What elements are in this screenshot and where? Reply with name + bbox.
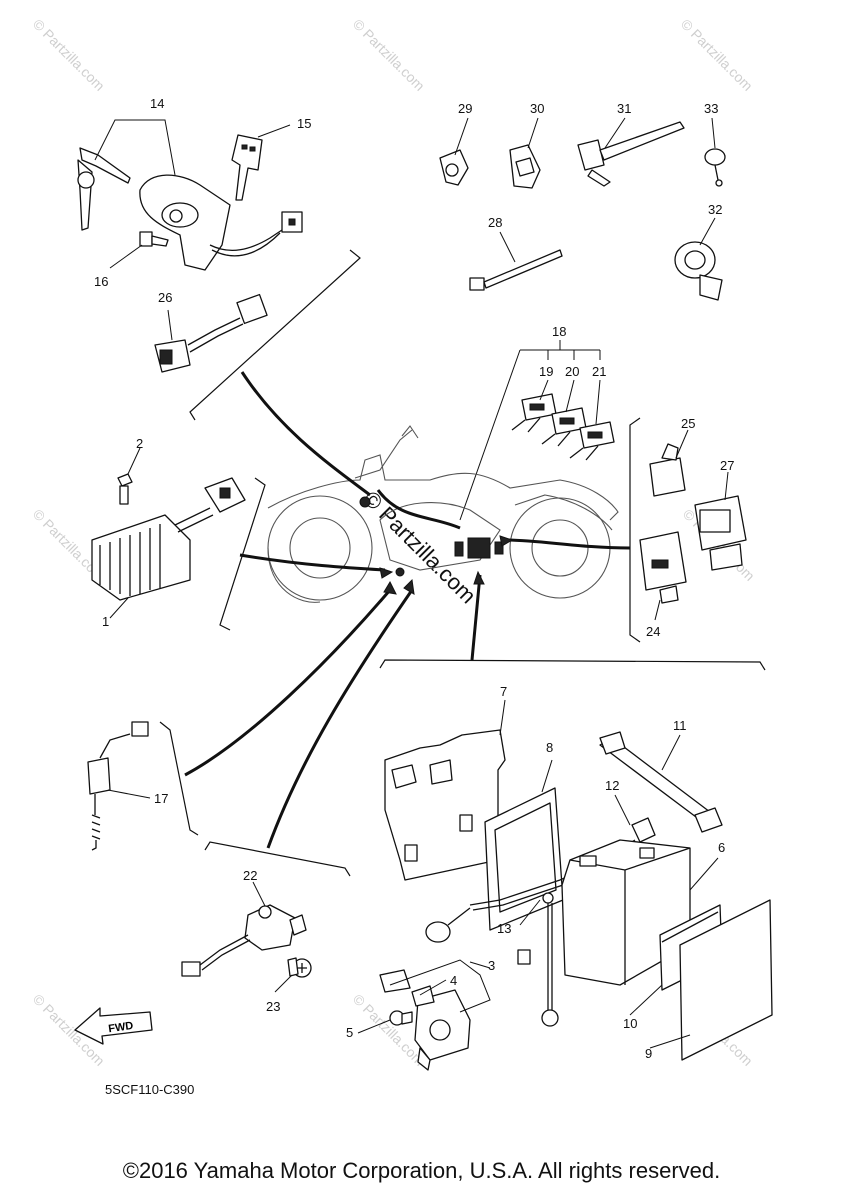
callout-20: 20 [565, 364, 579, 379]
connector-line [240, 371, 371, 497]
battery-6[interactable] [561, 839, 691, 986]
key-blank[interactable] [231, 134, 263, 201]
fuse-20[interactable] [541, 407, 587, 447]
connector-line [504, 538, 631, 550]
screw-16[interactable] [139, 231, 169, 247]
battery-holder-7[interactable] [384, 729, 506, 881]
motorcycle-outline [267, 425, 619, 603]
fuse-21[interactable] [569, 421, 615, 461]
clip-33[interactable] [704, 148, 726, 187]
callout-5: 5 [346, 1025, 353, 1040]
callout-31: 31 [617, 101, 631, 116]
drawing-code: 5SCF110-C390 [105, 1082, 195, 1097]
fuse-19[interactable] [511, 393, 557, 433]
callout-labels: 14 15 16 26 29 30 31 33 28 32 18 19 20 2… [94, 96, 734, 1061]
flasher-24[interactable] [639, 531, 687, 604]
main-switch-assembly[interactable] [77, 147, 303, 271]
callout-30: 30 [530, 101, 544, 116]
callout-6: 6 [718, 840, 725, 855]
rectifier-regulator-1[interactable] [91, 477, 246, 601]
callout-11: 11 [673, 718, 687, 733]
callout-22: 22 [243, 868, 257, 883]
bolt-5[interactable] [389, 1010, 413, 1026]
callout-19: 19 [539, 364, 553, 379]
callout-9: 9 [645, 1046, 652, 1061]
starter-relay-3[interactable] [414, 989, 471, 1071]
clamp-29[interactable] [439, 149, 469, 186]
callout-7: 7 [500, 684, 507, 699]
callout-23: 23 [266, 999, 280, 1014]
callout-24: 24 [646, 624, 660, 639]
cable-tie-28[interactable] [469, 249, 563, 291]
callout-4: 4 [450, 973, 457, 988]
fuse-holder-4[interactable] [379, 969, 435, 1007]
fwd-label: FWD [108, 1020, 135, 1035]
callout-21: 21 [592, 364, 606, 379]
callout-1: 1 [102, 614, 109, 629]
sensor-26[interactable] [154, 293, 268, 373]
callout-10: 10 [623, 1016, 637, 1031]
connector-line [376, 489, 461, 530]
connector-line [266, 589, 414, 849]
bolt-2[interactable] [117, 473, 133, 505]
callout-12: 12 [605, 778, 619, 793]
watermark: © Partzilla.com [350, 16, 428, 94]
callout-17: 17 [154, 791, 168, 806]
callout-2: 2 [136, 436, 143, 451]
sidestand-switch-22[interactable] [181, 904, 307, 977]
callout-16: 16 [94, 274, 108, 289]
watermark: © Partzilla.com [678, 16, 756, 94]
callout-26: 26 [158, 290, 172, 305]
negative-lead-13[interactable] [517, 892, 559, 1027]
callout-14: 14 [150, 96, 164, 111]
watermark: © Partzilla.com [30, 16, 108, 94]
callout-8: 8 [546, 740, 553, 755]
clamp-30[interactable] [509, 144, 541, 189]
pad-8[interactable] [484, 787, 564, 931]
callout-33: 33 [704, 101, 718, 116]
band-31[interactable] [577, 121, 685, 187]
component-location-marks [359, 496, 504, 577]
connector-line [239, 553, 386, 572]
clamp-32[interactable] [674, 241, 723, 301]
callout-3: 3 [488, 958, 495, 973]
fwd-arrow-icon: FWD [74, 1007, 153, 1045]
callout-27: 27 [720, 458, 734, 473]
callout-28: 28 [488, 215, 502, 230]
callout-18: 18 [552, 324, 566, 339]
relay-25[interactable] [649, 443, 686, 497]
sensor-17[interactable] [87, 721, 149, 851]
connector-line [470, 574, 482, 661]
battery-band-11[interactable] [599, 731, 723, 833]
plate-9[interactable] [679, 899, 773, 1061]
callout-32: 32 [708, 202, 722, 217]
connector-line [184, 589, 392, 777]
callout-25: 25 [681, 416, 695, 431]
callout-13: 13 [497, 921, 511, 936]
copyright-footer: ©2016 Yamaha Motor Corporation, U.S.A. A… [122, 1158, 721, 1183]
relay-27[interactable] [694, 495, 747, 571]
screw-23[interactable] [287, 957, 312, 978]
callout-15: 15 [297, 116, 311, 131]
callout-29: 29 [458, 101, 472, 116]
